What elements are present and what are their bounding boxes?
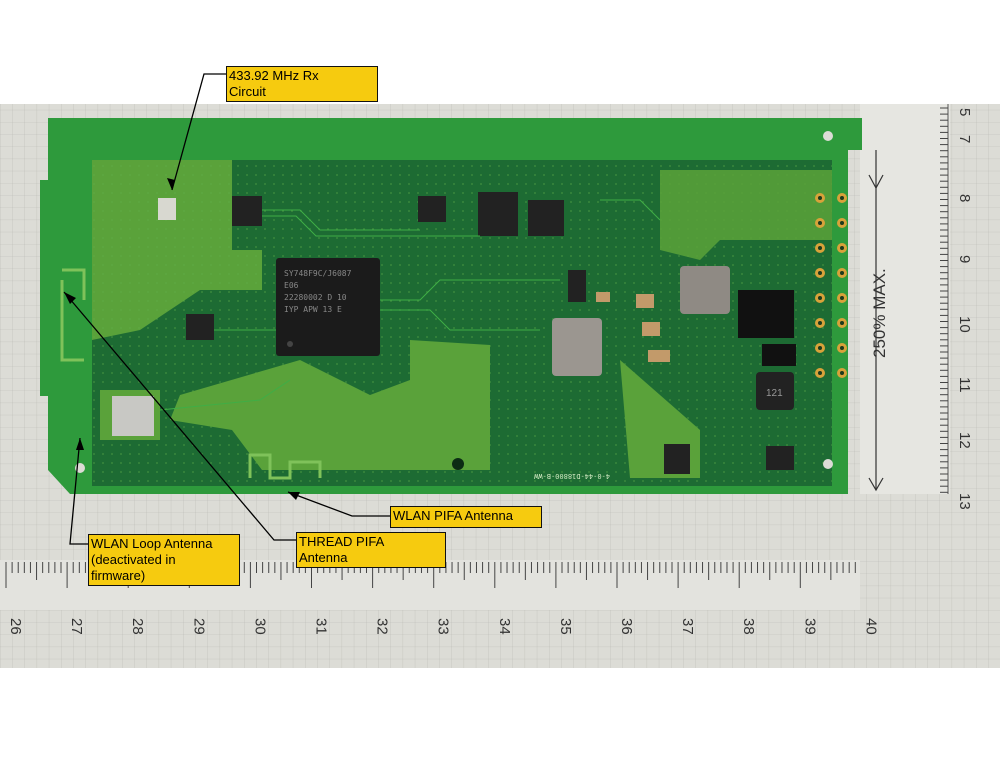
callout-arrowheads (64, 178, 300, 500)
ruler-number: 34 (496, 618, 513, 635)
ruler-right-number: 10 (956, 316, 973, 333)
right-ruler: 250% MAX. (860, 104, 950, 494)
soc-marking-4: IYP APW 13 E (284, 305, 342, 314)
soc-marking-3: 22280002 D 10 (284, 293, 347, 302)
ruler-number: 29 (190, 618, 207, 635)
soc-marking-2: E06 (284, 281, 299, 290)
ruler-number: 28 (129, 618, 146, 635)
thread-pifa-callout: THREAD PIFA Antenna (296, 532, 446, 568)
ruler-number: 27 (68, 618, 85, 635)
rx-leader-line (171, 73, 226, 191)
ruler-right-number: 13 (956, 493, 973, 510)
wlan-loop-leader-line (69, 437, 88, 545)
ruler-right-number: 12 (956, 432, 973, 449)
rx-arrowhead (167, 178, 175, 190)
ruler-number: 39 (801, 618, 818, 635)
soc-marking-1: SY748F9C/J6087 (284, 269, 352, 278)
ruler-number: 37 (679, 618, 696, 635)
ruler-right-number: 7 (956, 135, 973, 143)
wlan-pifa-callout: WLAN PIFA Antenna (390, 506, 542, 528)
ruler-number: 40 (862, 618, 879, 635)
ruler-number: 33 (435, 618, 452, 635)
ruler-number: 26 (7, 618, 24, 635)
ruler-number: 38 (740, 618, 757, 635)
wlan-pifa-leader-line (287, 491, 390, 517)
pcb-board: SY748F9C/J6087 E06 22280002 D 10 IYP APW… (40, 118, 862, 494)
ruler-right-number: 9 (956, 255, 973, 263)
callout-leaders (63, 73, 390, 545)
ruler-right-number: 5 (956, 108, 973, 116)
ruler-number: 32 (374, 618, 391, 635)
ruler-max-label: 250% MAX. (870, 268, 889, 358)
rx-circuit-callout: 433.92 MHz Rx Circuit (226, 66, 378, 102)
ruler-number: 31 (313, 618, 330, 635)
ruler-right-number: 11 (956, 377, 973, 393)
ruler-right-number: 8 (956, 194, 973, 202)
ruler-number: 30 (251, 618, 268, 635)
wlan-loop-callout: WLAN Loop Antenna (deactivated in firmwa… (88, 534, 240, 586)
ruler-number: 35 (557, 618, 574, 635)
wlan-loop-arrowhead (76, 438, 84, 450)
thread-leader-line (63, 291, 298, 541)
wlan-pifa-arrowhead (288, 492, 300, 500)
ruler-number: 36 (618, 618, 635, 635)
board-code: 4-0-44-D18800-B-WW (533, 472, 610, 480)
inductor-marking: 121 (766, 388, 783, 399)
thread-arrowhead (64, 292, 76, 304)
